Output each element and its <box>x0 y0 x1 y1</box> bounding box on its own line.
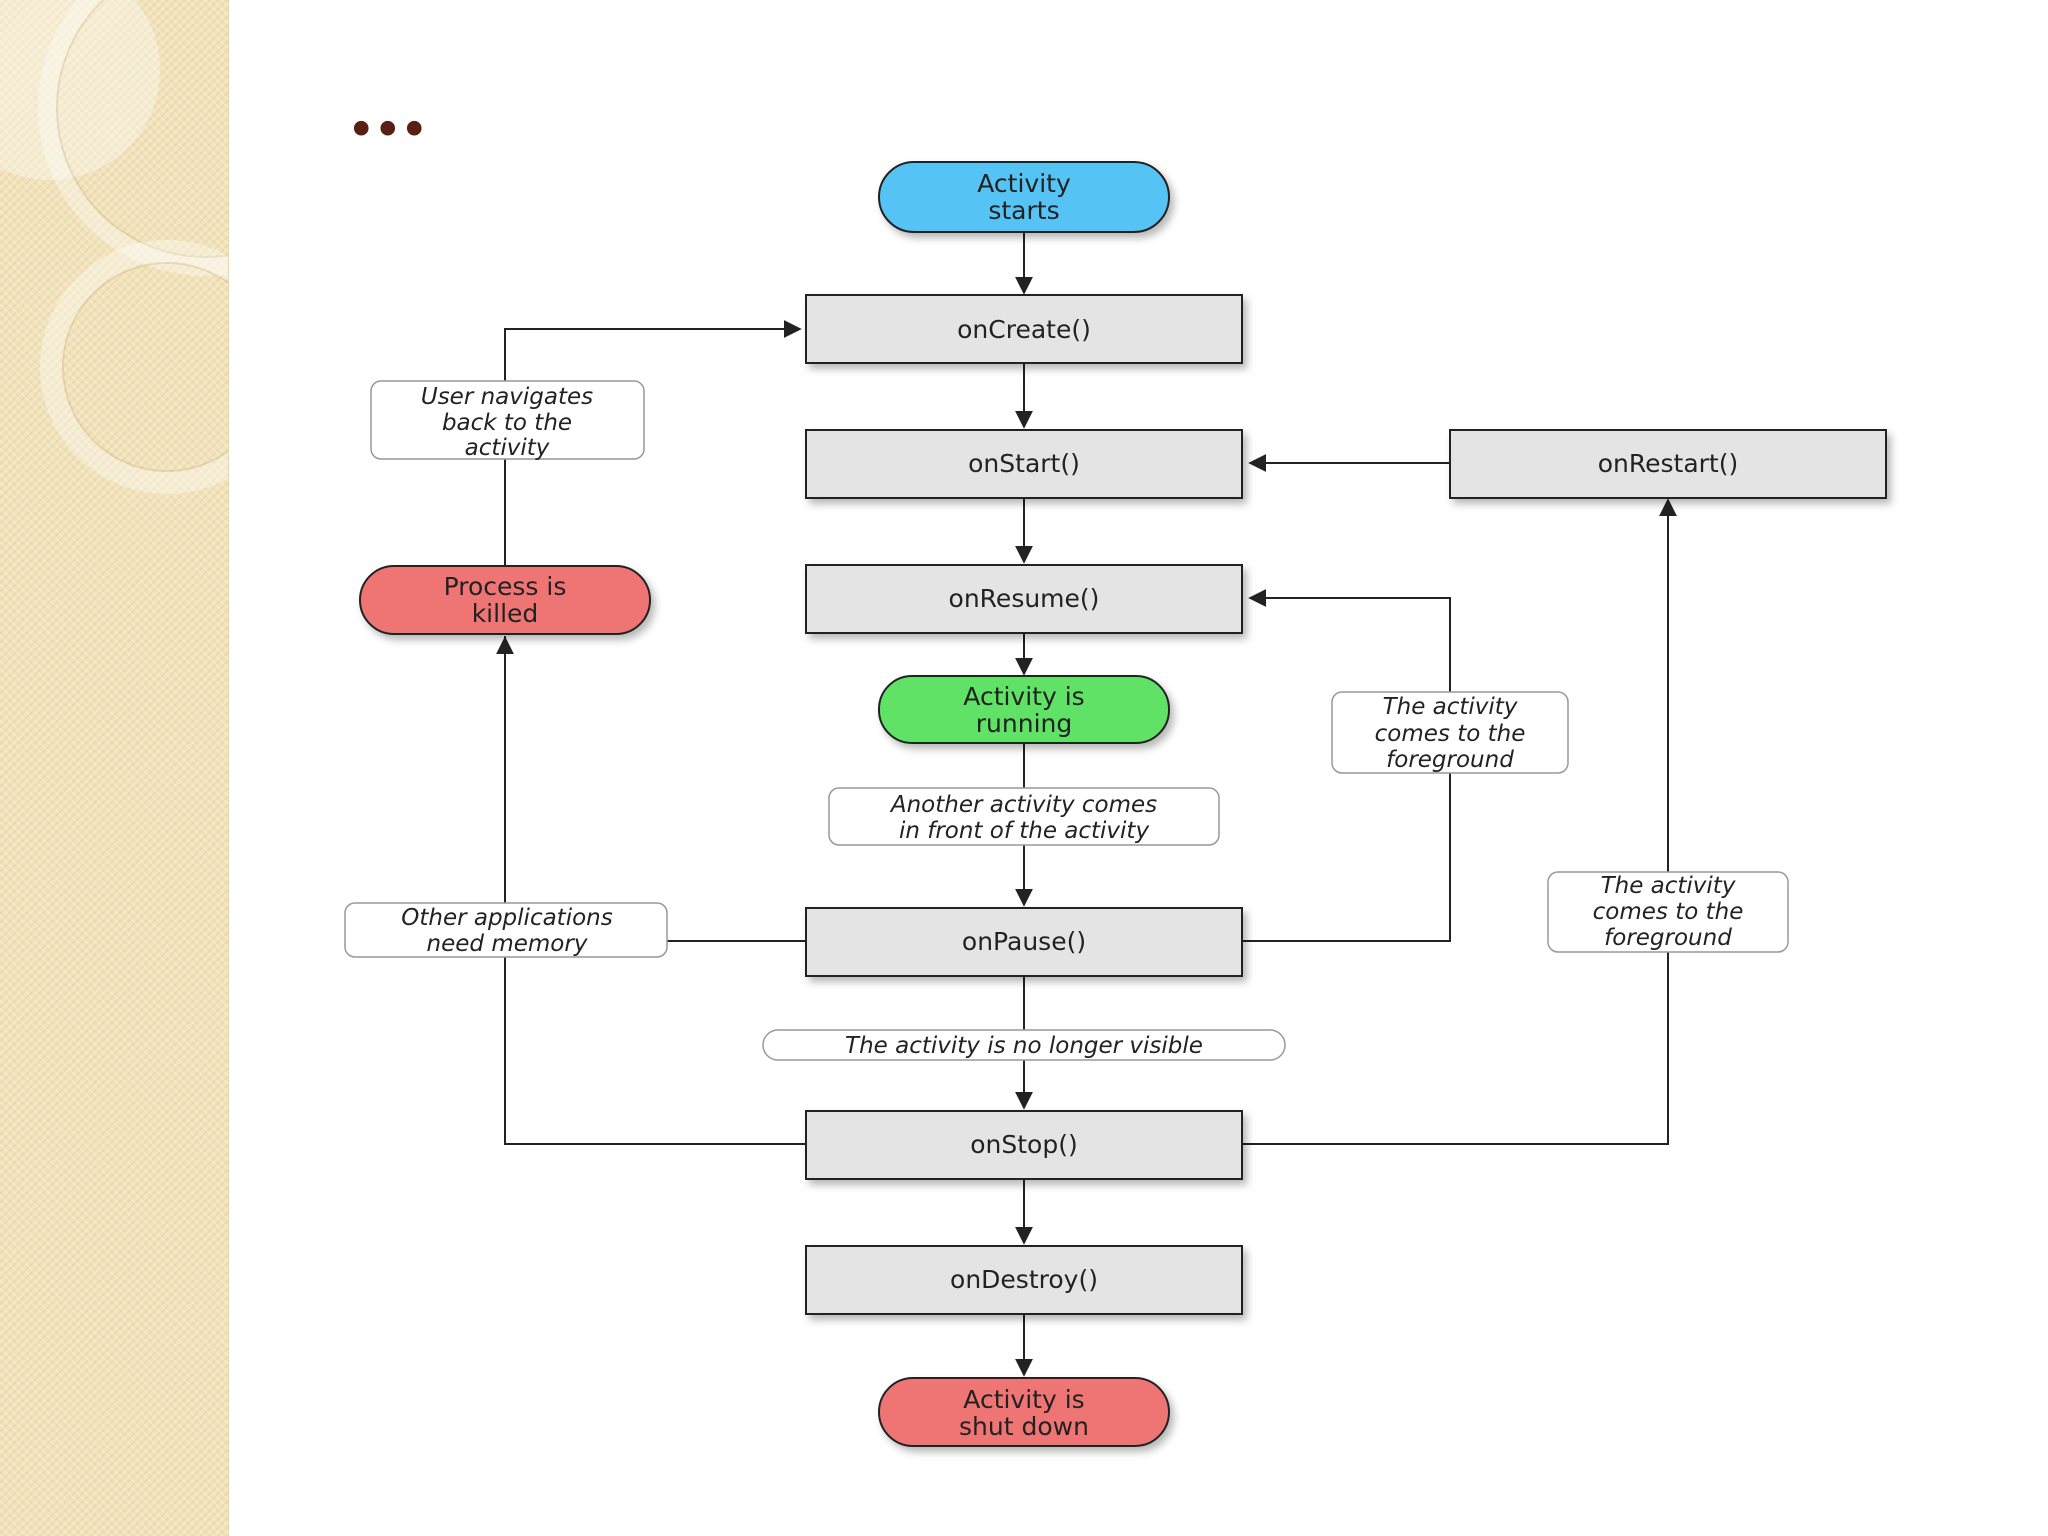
label-user-navigates-back-line-2: back to the <box>442 410 572 436</box>
node-onstart-label: onStart() <box>968 449 1080 478</box>
label-no-longer-visible-box <box>762 1029 1286 1061</box>
label-other-apps-memory-line-1: Other applications <box>401 905 612 931</box>
label-another-activity-box <box>828 787 1220 846</box>
label-user-navigates-back-line-3: activity <box>465 435 550 461</box>
label-foreground-resume-box <box>1331 691 1569 774</box>
label-foreground-resume-line-3: foreground <box>1386 747 1514 773</box>
label-another-activity-line-2: in front of the activity <box>899 818 1150 844</box>
node-ondestroy: onDestroy() <box>805 1245 1243 1315</box>
node-onstop-shape <box>805 1110 1243 1180</box>
node-oncreate-label: onCreate() <box>957 315 1091 344</box>
node-onresume: onResume() <box>805 564 1243 634</box>
node-onstop-label: onStop() <box>970 1130 1077 1159</box>
label-foreground-restart-box <box>1547 871 1789 953</box>
node-activity-shut-down-line-2: shut down <box>959 1412 1089 1441</box>
edge-process-killed-to-oncreate <box>504 320 802 566</box>
node-ondestroy-label: onDestroy() <box>950 1265 1098 1294</box>
node-onresume-shape <box>805 564 1243 634</box>
label-user-navigates-back-box <box>370 380 645 460</box>
label-foreground-restart-line-1: The activity <box>1601 873 1736 899</box>
label-foreground-restart-line-2: comes to the <box>1593 899 1744 925</box>
edge-onstop-to-process-killed <box>496 636 805 1145</box>
diagram-nodes: Activity starts onCreate() onStart() onR… <box>359 161 1887 1447</box>
node-process-killed-line-2: killed <box>472 599 539 628</box>
node-ondestroy-shape <box>805 1245 1243 1315</box>
node-activity-starts-shape <box>878 161 1170 233</box>
node-onresume-label: onResume() <box>949 584 1100 613</box>
label-foreground-resume-line-1: The activity <box>1383 694 1518 720</box>
slide-title: ... <box>350 55 430 154</box>
node-onstop: onStop() <box>805 1110 1243 1180</box>
node-activity-starts-line-2: starts <box>988 196 1059 225</box>
edge-labels: User navigates back to the activity The … <box>344 380 1789 1061</box>
node-process-killed-line-1: Process is <box>444 572 567 601</box>
node-activity-running: Activity is running <box>878 675 1170 744</box>
node-activity-shut-down-shape <box>878 1377 1170 1447</box>
label-foreground-restart-line-3: foreground <box>1604 925 1732 951</box>
edge-onpause-to-process-killed <box>504 636 805 942</box>
node-oncreate: onCreate() <box>805 294 1243 364</box>
node-onstart-shape <box>805 429 1243 499</box>
label-foreground-resume: The activity comes to the foreground <box>1331 691 1569 774</box>
node-process-killed: Process is killed <box>359 565 651 635</box>
node-activity-starts: Activity starts <box>878 161 1170 233</box>
label-user-navigates-back-line-1: User navigates <box>421 384 593 410</box>
label-another-activity: Another activity comes in front of the a… <box>828 787 1220 846</box>
node-onstart: onStart() <box>805 429 1243 499</box>
node-onrestart-shape <box>1449 429 1887 499</box>
label-foreground-resume-line-2: comes to the <box>1375 721 1526 747</box>
label-user-navigates-back: User navigates back to the activity <box>370 380 645 461</box>
node-onpause-shape <box>805 907 1243 977</box>
node-onrestart-label: onRestart() <box>1598 449 1739 478</box>
node-activity-shut-down-line-1: Activity is <box>963 1385 1084 1414</box>
node-activity-shut-down: Activity is shut down <box>878 1377 1170 1447</box>
node-activity-running-line-1: Activity is <box>963 682 1084 711</box>
node-activity-running-line-2: running <box>976 709 1072 738</box>
label-no-longer-visible-line-1: The activity is no longer visible <box>845 1033 1203 1059</box>
label-another-activity-line-1: Another activity comes <box>889 792 1157 818</box>
node-oncreate-shape <box>805 294 1243 364</box>
label-other-apps-memory-line-2: need memory <box>427 931 588 957</box>
label-other-apps-memory-box <box>344 902 668 958</box>
label-other-apps-memory: Other applications need memory <box>344 902 668 958</box>
edge-onstop-to-onrestart <box>1243 498 1677 1145</box>
node-onpause: onPause() <box>805 907 1243 977</box>
label-foreground-restart: The activity comes to the foreground <box>1547 871 1789 953</box>
label-no-longer-visible: The activity is no longer visible <box>762 1029 1286 1061</box>
node-onpause-label: onPause() <box>962 927 1086 956</box>
decorative-sidebar <box>0 0 229 1536</box>
node-activity-running-shape <box>878 675 1170 744</box>
node-onrestart: onRestart() <box>1449 429 1887 499</box>
node-activity-starts-line-1: Activity <box>977 169 1071 198</box>
node-process-killed-shape <box>359 565 651 635</box>
